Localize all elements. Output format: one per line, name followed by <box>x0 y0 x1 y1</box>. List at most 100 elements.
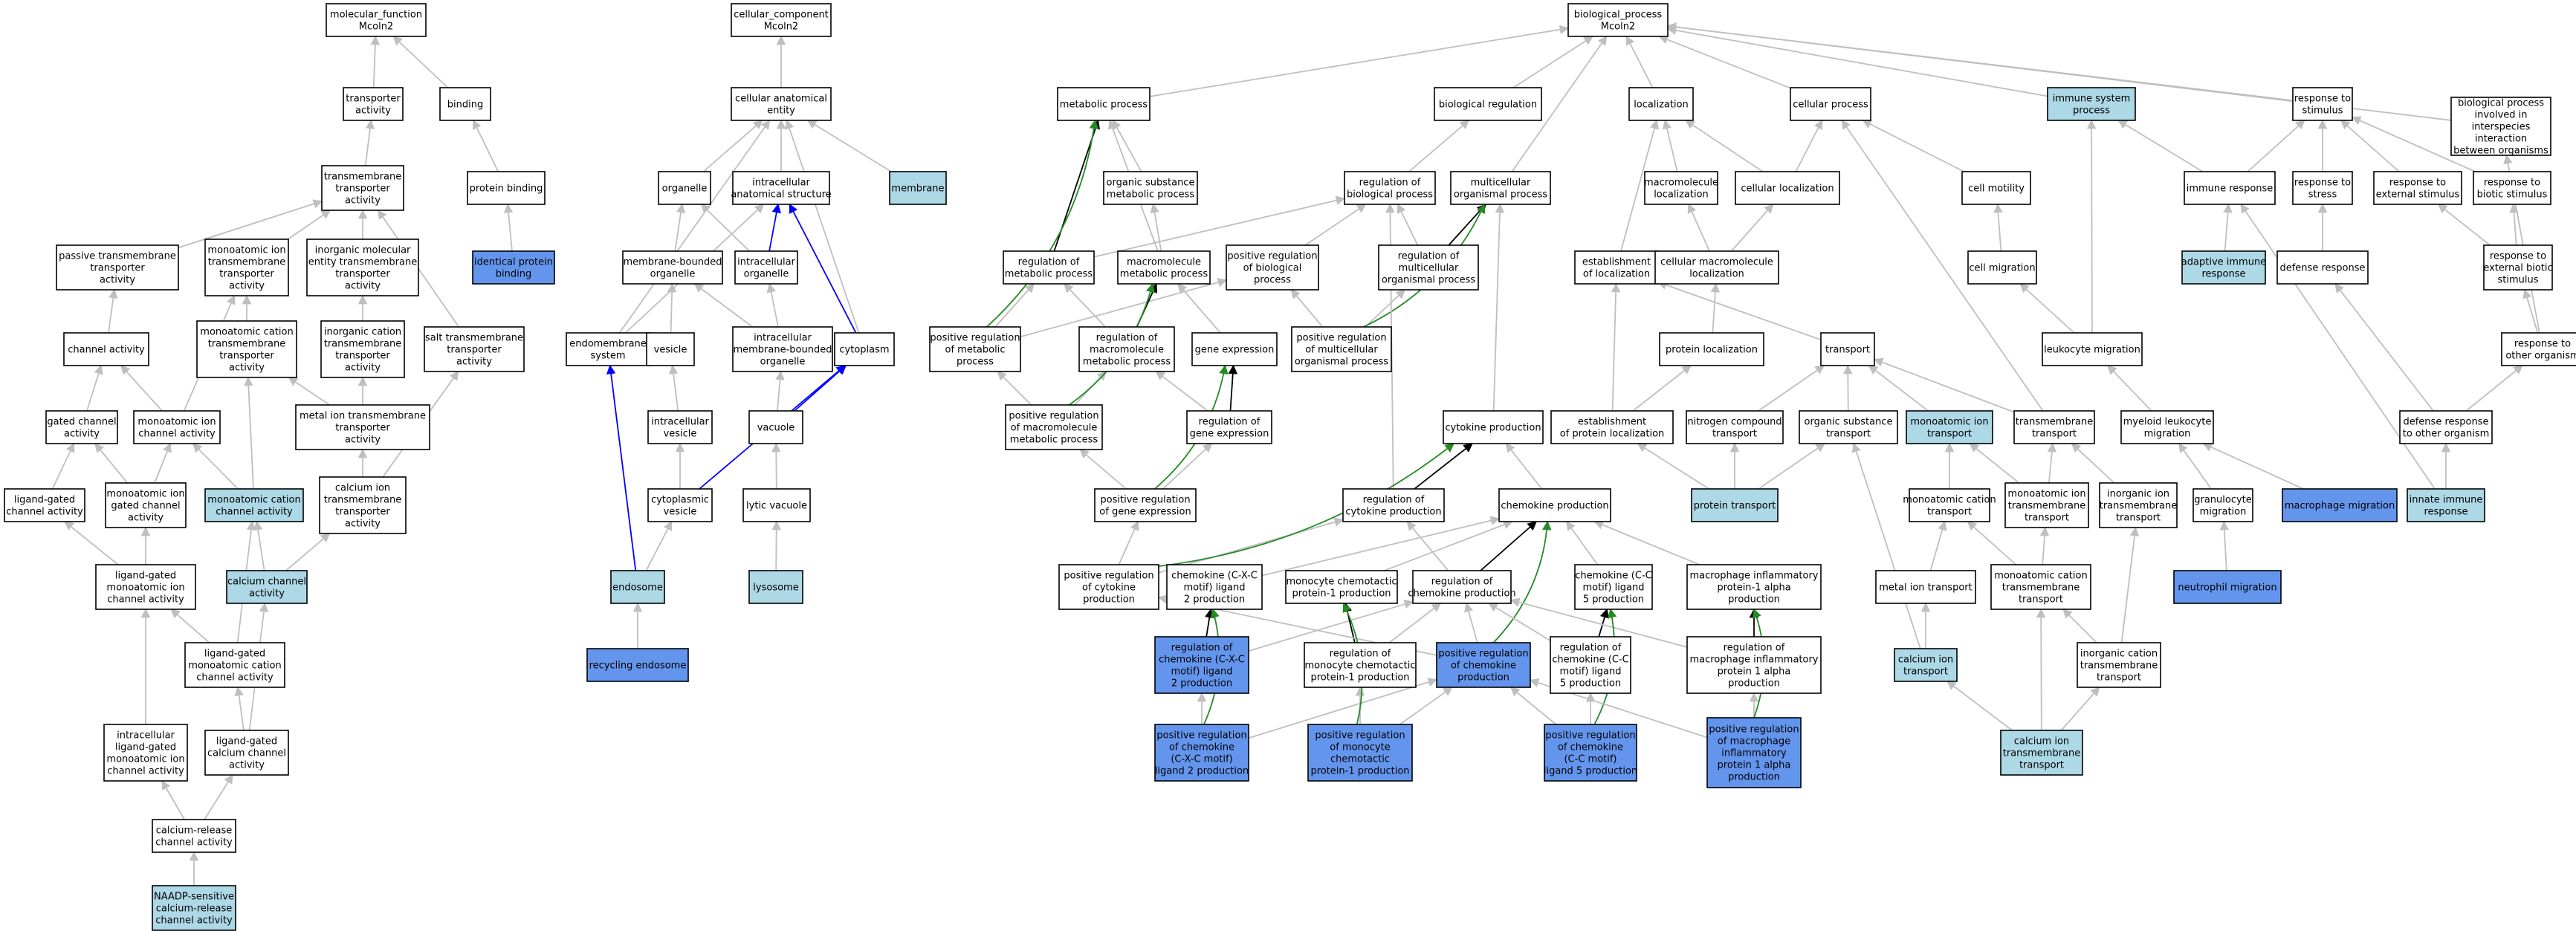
go-term-organelle[interactable]: organelle <box>658 171 711 205</box>
go-term-vesicle[interactable]: vesicle <box>646 332 695 366</box>
go-term-cellloc[interactable]: cellular localization <box>1735 171 1840 205</box>
go-term-cellmot[interactable]: cell motility <box>1961 171 2031 205</box>
go-term-neutmig[interactable]: neutrophil migration <box>2173 570 2282 604</box>
go-term-chanact[interactable]: channel activity <box>63 332 149 366</box>
go-term-cellproc[interactable]: cellular process <box>1790 87 1871 121</box>
go-term-moitta[interactable]: monoatomic iontransmembranetransporterac… <box>204 239 289 296</box>
go-term-geneexp[interactable]: gene expression <box>1191 332 1278 366</box>
go-term-membrane[interactable]: membrane <box>889 171 947 205</box>
go-term-defresp[interactable]: defense response <box>2276 250 2369 285</box>
go-term-cytoplasm[interactable]: cytoplasm <box>834 332 895 366</box>
go-term-metabolic[interactable]: metabolic process <box>1057 87 1151 121</box>
go-term-binding[interactable]: binding <box>439 87 491 121</box>
go-term-metaltrans[interactable]: metal ion transport <box>1875 570 1976 604</box>
go-term-caitta[interactable]: calcium iontransmembranetransporteractiv… <box>319 476 407 534</box>
go-term-icta[interactable]: inorganic cationtransmembranetransporter… <box>320 320 405 378</box>
go-term-chemoprod[interactable]: chemokine production <box>1498 488 1611 522</box>
go-term-localization[interactable]: localization <box>1628 87 1694 121</box>
go-term-vacuole[interactable]: vacuole <box>748 410 803 444</box>
go-term-metalion[interactable]: metal ion transmembranetransporteractivi… <box>295 404 430 450</box>
go-term-leukmig[interactable]: leukocyte migration <box>2042 332 2143 366</box>
go-term-lytic[interactable]: lytic vacuole <box>742 488 811 522</box>
go-term-macromig[interactable]: macrophage migration <box>2282 488 2398 522</box>
go-term-bioreg[interactable]: biological regulation <box>1434 87 1542 121</box>
go-term-prottrans[interactable]: protein transport <box>1691 488 1779 522</box>
go-term-endosome[interactable]: endosome <box>610 570 665 604</box>
go-term-recendo[interactable]: recycling endosome <box>586 648 689 682</box>
go-term-immresp[interactable]: immune response <box>2184 171 2276 205</box>
go-term-transport[interactable]: transport <box>1820 332 1875 366</box>
